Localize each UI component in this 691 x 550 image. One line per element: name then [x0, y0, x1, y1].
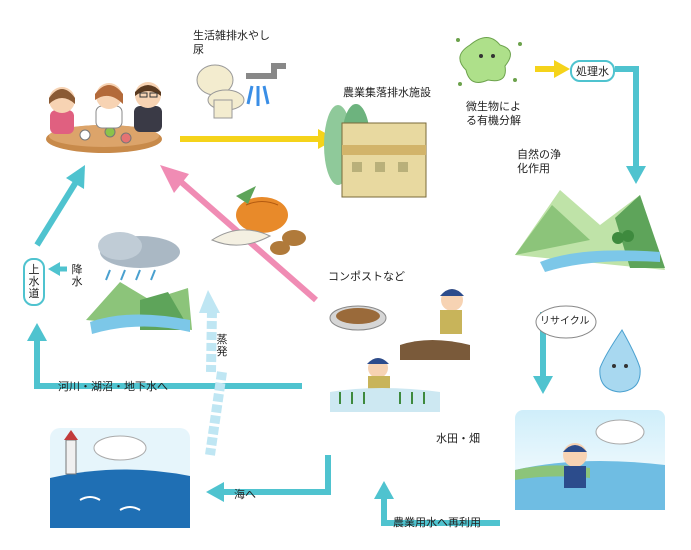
cycle-arrows	[27, 60, 646, 526]
rainfall-label: 降水	[71, 263, 83, 288]
evaporation-label: 蒸発	[216, 333, 228, 358]
water-supply-arrow	[34, 180, 79, 247]
evaporation-arrow	[205, 309, 227, 456]
irrigation-reuse-illustration	[515, 410, 665, 510]
vegetables-illustration	[210, 186, 306, 255]
microbe-illustration	[456, 37, 522, 86]
treated-water-arrow	[615, 66, 639, 168]
treatment-facility-label: 農業集落排水施設	[343, 86, 431, 99]
mountain-river-illustration	[515, 190, 665, 272]
dining-family-illustration	[46, 82, 162, 153]
farming-illustration	[329, 289, 470, 412]
natural-purification-label: 自然の浄化作用	[517, 148, 561, 175]
reuse-arrow	[381, 497, 500, 526]
water-drop-character	[535, 305, 641, 393]
sea-lighthouse-illustration	[50, 428, 190, 528]
recycle-label: リサイクル	[540, 316, 590, 327]
household-wastewater-label: 生活雑排水やし尿	[193, 29, 270, 56]
treated-water-badge: 処理水	[570, 60, 615, 82]
compost-label: コンポストなど	[328, 270, 405, 283]
microbe-decomposition-label: 微生物による有機分解	[466, 100, 521, 127]
toilet-faucet-illustration	[196, 63, 286, 119]
agricultural-reuse-label: 農業用水へ再利用	[393, 516, 481, 529]
water-supply-badge: 上水道	[23, 258, 45, 306]
to-sea-arrow	[222, 455, 331, 495]
rain-mountain-illustration	[86, 232, 192, 334]
rivers-lakes-groundwater-label: 河川・湖沼・地下水へ	[58, 380, 168, 393]
to-sea-label: 海へ	[234, 488, 256, 501]
treatment-facility-illustration	[324, 104, 427, 198]
paddy-field-label: 水田・畑	[436, 432, 480, 445]
rivers-arrow	[34, 339, 302, 389]
